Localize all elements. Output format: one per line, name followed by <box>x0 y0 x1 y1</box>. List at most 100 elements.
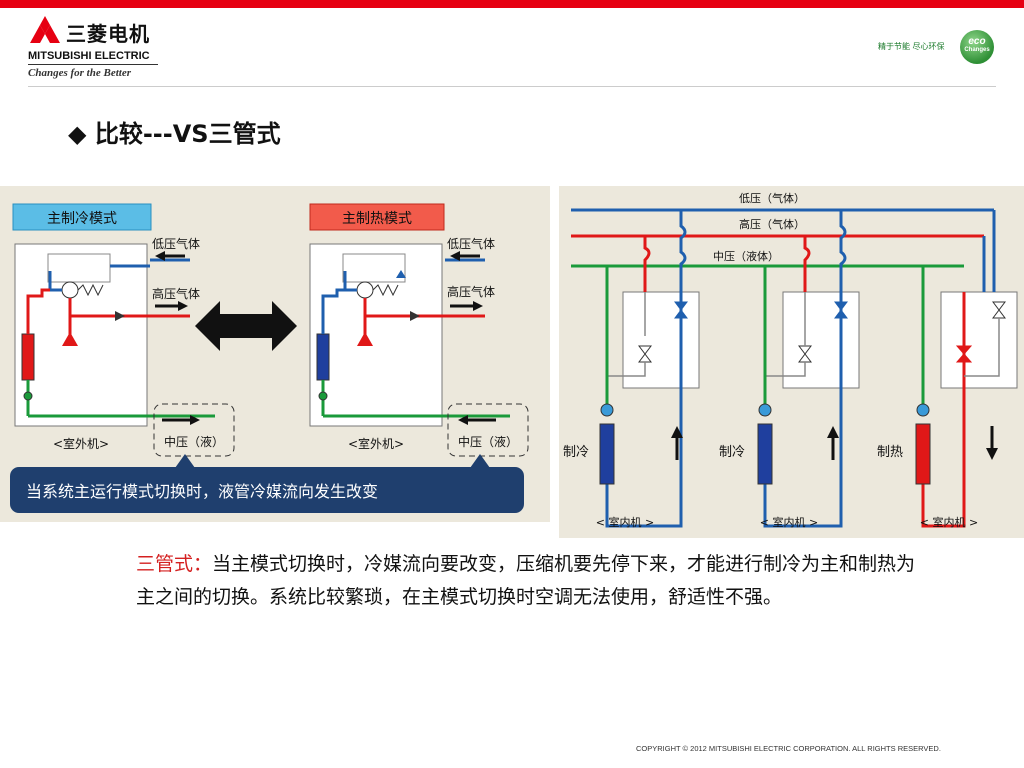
low-pressure-label: 低压（气体） <box>739 191 805 205</box>
unit2-label: < 室内机 > <box>760 515 818 529</box>
unit1-expansion-valve-icon <box>600 403 614 417</box>
caption-pointer-right <box>470 454 490 468</box>
eco-badge-word: eco <box>968 36 986 47</box>
unit2-mode: 制冷 <box>719 445 745 460</box>
medium-pressure-label-bg <box>707 248 785 264</box>
unit1-mode: 制冷 <box>563 445 589 460</box>
logo-divider <box>28 64 158 65</box>
liquid-flow-box-2 <box>447 403 529 457</box>
check-valve-icon <box>115 311 125 321</box>
high-pressure-gas-label-2: 高压气体 <box>447 284 495 299</box>
arrow-right-icon-2 <box>473 301 483 311</box>
heating-mode-label-box <box>309 203 445 231</box>
check-valve-icon-2 <box>410 311 420 321</box>
header-divider <box>28 86 996 87</box>
unit3-mode: 制热 <box>877 445 903 460</box>
arrow-right-icon <box>178 301 188 311</box>
unit1-up-arrow-icon <box>671 426 683 438</box>
outdoor-unit-cooling <box>14 243 148 427</box>
mode-switch-diagram: 主制冷模式 主制热模式 低压气体 高压气体 <室外机> <box>0 186 550 522</box>
liquid-arrow-right-icon <box>190 415 200 425</box>
exchanger-feed-pipe-2 <box>321 288 345 334</box>
heat-exchanger-icon <box>21 333 35 381</box>
medium-pressure-liquid-label-2: 中压（液） <box>458 434 518 449</box>
small-up-arrow-icon <box>396 270 406 278</box>
exchanger-feed-pipe <box>26 288 50 334</box>
high-pressure-gas-label: 高压气体 <box>152 286 200 301</box>
unit1-valve-a-icon <box>638 345 652 363</box>
cooling-mode-label-box <box>12 203 152 231</box>
unit1-low-branch <box>679 210 687 292</box>
high-pressure-label: 高压（气体） <box>739 217 805 231</box>
unit3-expansion-valve-icon <box>916 403 930 417</box>
unit1-coil-icon <box>599 423 615 485</box>
unit2-expansion-valve-icon <box>758 403 772 417</box>
medium-pressure-label: 中压（液体） <box>713 249 779 263</box>
unit2-inner <box>765 292 806 377</box>
three-pipe-diagram: 低压（气体） 高压（气体） 中压（液体） 制冷 < 室内机 > 制冷 <box>559 186 1024 538</box>
unit1-valve-b-icon <box>674 301 688 319</box>
unit1-inner-bottom <box>607 362 646 377</box>
three-pipe-diagram-svg: 低压（气体） 高压（气体） 中压（液体） 制冷 < 室内机 > 制冷 <box>563 190 1018 529</box>
unit3-valve-b-icon <box>992 301 1006 319</box>
four-way-valve-icon <box>61 281 79 299</box>
valve-node-icon-2 <box>318 391 328 401</box>
unit1-label: < 室内机 > <box>596 515 654 529</box>
liquid-flow-box <box>153 403 235 457</box>
unit3-coil-icon <box>915 423 931 485</box>
mode-switch-diagram-svg: 主制冷模式 主制热模式 低压气体 高压气体 <室外机> <box>10 203 529 513</box>
eco-slogan: 精于节能 尽心环保 <box>878 42 945 51</box>
outdoor-unit-label: <室外机> <box>53 436 109 451</box>
three-diamonds-icon <box>30 16 60 43</box>
unit3-inner <box>964 318 1000 377</box>
low-pressure-pipe-2 <box>343 271 357 292</box>
unit3-return-pipe <box>921 482 966 528</box>
unit1-high-branch <box>643 236 651 292</box>
indoor-box-1 <box>622 291 700 389</box>
outdoor-unit-heating <box>309 243 443 427</box>
brand-chinese-name: 三菱电机 <box>66 22 150 46</box>
compressor-box-2 <box>342 253 406 283</box>
unit2-high-branch <box>803 236 811 292</box>
unit3-down-arrow-icon <box>986 448 998 460</box>
mitsubishi-logo: 三菱电机 MITSUBISHI ELECTRIC Changes for the… <box>28 16 178 82</box>
eco-changes-badge: eco Changes <box>960 30 994 64</box>
unit1-return-pipe <box>605 292 683 528</box>
indoor-box-2 <box>782 291 860 389</box>
medium-pressure-liquid-label: 中压（液） <box>164 434 224 449</box>
high-pressure-label-bg <box>734 216 812 232</box>
title-text: 比较---VS三管式 <box>94 120 281 148</box>
caption-box <box>10 467 524 513</box>
three-pipe-label: 三管式： <box>136 553 213 575</box>
four-way-valve-icon-2 <box>356 281 374 299</box>
caption-text: 当系统主运行模式切换时，液管冷媒流向发生改变 <box>26 482 378 501</box>
unit3-low-branch <box>982 210 996 292</box>
unit2-coil-icon <box>757 423 773 485</box>
brand-tagline: Changes for the Better <box>28 67 131 79</box>
copyright-notice: COPYRIGHT © 2012 MITSUBISHI ELECTRIC COR… <box>636 744 941 753</box>
low-pressure-label-bg <box>734 190 812 206</box>
heat-exchanger-icon-2 <box>316 333 330 381</box>
unit3-valve-a-icon <box>955 345 973 363</box>
unit2-low-branch <box>839 210 847 292</box>
arrow-left-icon-2 <box>450 251 460 261</box>
low-pressure-gas-label: 低压气体 <box>152 236 200 251</box>
outdoor-unit-label-2: <室外机> <box>348 436 404 451</box>
eco-badge-subword: Changes <box>964 47 990 53</box>
heating-mode-label: 主制热模式 <box>342 211 412 227</box>
caption-pointer-left <box>175 454 195 468</box>
brand-english-name: MITSUBISHI ELECTRIC <box>28 50 150 62</box>
expansion-coil-icon <box>77 283 104 297</box>
title-bullet-icon: ◆ <box>68 120 87 148</box>
unit2-valve-a-icon <box>798 345 812 363</box>
page-title: ◆ 比较---VS三管式 <box>68 114 281 149</box>
cooling-mode-label: 主制冷模式 <box>47 211 117 227</box>
expansion-coil-icon-2 <box>372 283 399 297</box>
indoor-box-3 <box>940 291 1018 389</box>
unit2-valve-b-icon <box>834 301 848 319</box>
unit2-return-pipe <box>763 292 843 528</box>
top-accent-bar <box>0 0 1024 8</box>
description-text: 当主模式切换时，冷媒流向要改变，压缩机要先停下来，才能进行制冷为主和制热为主之间… <box>136 553 916 608</box>
arrow-left-icon <box>155 251 165 261</box>
compressor-box <box>47 253 111 283</box>
